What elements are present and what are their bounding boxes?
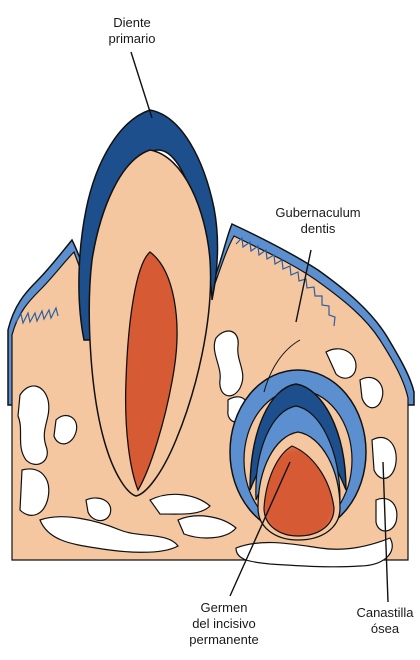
label-gubernaculum-line1: Gubernaculum (268, 205, 368, 221)
label-bony-crypt: Canastilla ósea (352, 605, 418, 637)
label-bony-crypt-line2: ósea (352, 621, 418, 637)
label-permanent-germ: Germen del incisivo permanente (178, 600, 270, 648)
label-gubernaculum-line2: dentis (268, 221, 368, 237)
leader-line-primary-tooth (131, 52, 152, 118)
label-permanent-germ-line2: del incisivo (178, 616, 270, 632)
label-primary-tooth-line1: Diente (97, 15, 167, 31)
label-permanent-germ-line1: Germen (178, 600, 270, 616)
label-bony-crypt-line1: Canastilla (352, 605, 418, 621)
label-permanent-germ-line3: permanente (178, 632, 270, 648)
label-primary-tooth-line2: primario (97, 31, 167, 47)
label-primary-tooth: Diente primario (97, 15, 167, 47)
label-gubernaculum: Gubernaculum dentis (268, 205, 368, 237)
